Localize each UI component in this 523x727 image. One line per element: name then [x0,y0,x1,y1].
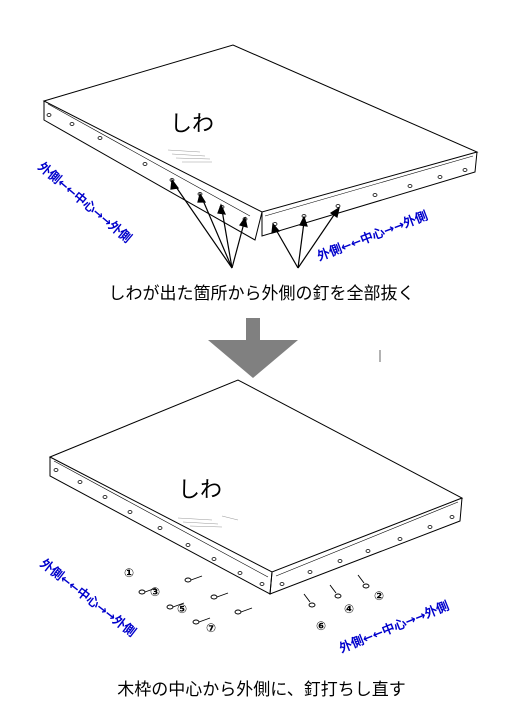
nail-right-1 [303,593,316,608]
order-number-6: ⑥ [316,619,327,633]
bottom-canvas-left-side [49,457,273,595]
loose-nails [138,574,370,625]
order-number-1: ① [124,566,135,580]
order-number-7: ⑦ [206,621,217,635]
nail-left-6 [234,607,253,615]
nail-left-4 [210,592,229,600]
bottom-caption: 木枠の中心から外側に、釘打ちし直す [117,680,406,700]
top-pull-arrows [170,178,340,269]
bottom-wrinkle-hatch [177,515,239,528]
bottom-canvas-right-side [269,497,463,595]
nail-left-1 [138,587,157,595]
nail-left-5 [184,575,203,583]
order-number-2: ② [374,589,385,603]
bottom-canvas-face [48,379,464,573]
transition-arrow [208,318,298,378]
order-number-5: ⑤ [177,602,188,616]
top-nail-holes [46,113,468,226]
top-canvas-left-side [43,101,263,241]
bottom-nail-holes [53,468,455,586]
nail-left-2 [166,602,185,610]
order-number-4: ④ [344,602,355,616]
top-wrinkle-hatch [167,149,212,163]
bottom-wrinkle-label: しわ [178,478,223,503]
order-number-3: ③ [150,585,161,599]
top-caption: しわが出た箇所から外側の釘を全部抜く [108,284,415,304]
nail-right-2 [329,584,342,599]
top-canvas-right-side [261,151,478,237]
top-canvas-frame [42,44,479,241]
nail-right-3 [357,574,370,589]
top-wrinkle-label: しわ [170,112,215,137]
nail-left-3 [192,617,211,625]
bottom-canvas-frame [48,379,464,595]
